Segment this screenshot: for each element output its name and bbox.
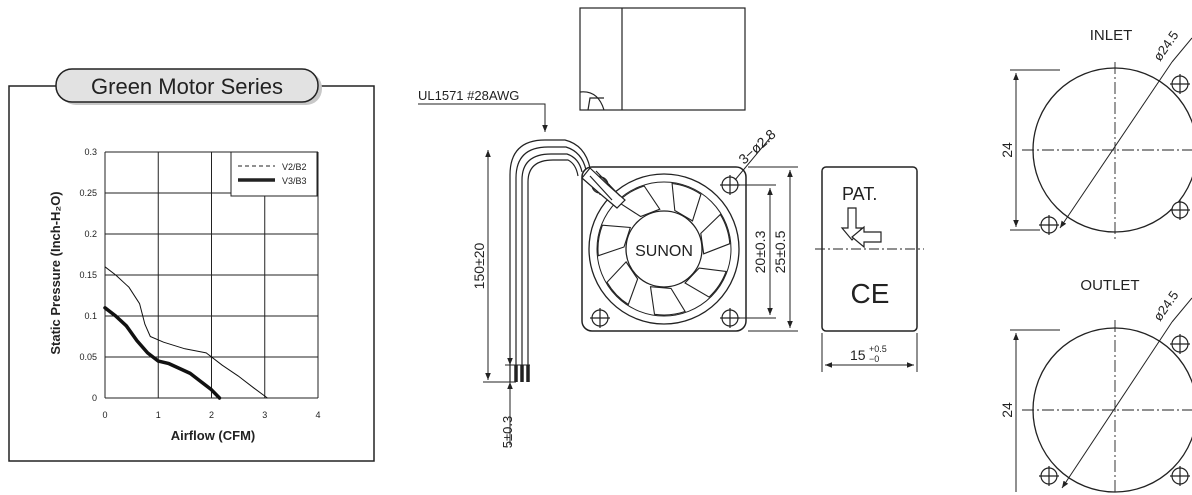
depth-label: 15 <box>850 347 866 363</box>
fan-blade <box>606 261 639 306</box>
strip-length-label: 5±0.3 <box>500 416 515 448</box>
fan-blade <box>649 286 686 316</box>
outlet-diameter-leader <box>1061 321 1173 489</box>
inlet-diameter-leader-ext <box>1171 37 1192 63</box>
top-view-block <box>579 7 746 111</box>
hole-spec-label: 3−ø2.8 <box>735 126 779 167</box>
lead-length-dimension <box>483 150 516 383</box>
patent-label: PAT. <box>842 184 877 204</box>
brand-label: SUNON <box>635 243 693 260</box>
y-tick-label: 0.25 <box>79 188 97 198</box>
fan-blade-tip-circle <box>596 181 732 317</box>
chart-series <box>103 266 268 400</box>
cable-spec-leader <box>418 103 548 132</box>
frame-dimensions <box>738 166 798 332</box>
top-view-outline <box>579 7 746 111</box>
cable-spec-callout: UL1571 #28AWG <box>418 88 548 132</box>
depth-dimension <box>821 333 918 372</box>
chart-legend: V2/B2 V3/B3 <box>230 151 318 197</box>
top-view-notch <box>587 97 604 111</box>
chart-y-axis-label: Static Pressure (Inch-H₂O) <box>48 191 63 354</box>
chart-tick-labels: 0 1 2 3 4 0 0.05 0.1 0.15 0.2 0.25 0.3 <box>79 147 320 420</box>
hole-spec-leader <box>734 137 771 181</box>
outlet-height-dimension <box>1010 329 1060 492</box>
lead-wires <box>509 139 591 382</box>
y-tick-label: 0.2 <box>84 229 97 239</box>
hole-pitch-dimension: 20±0.3 <box>752 230 768 273</box>
fan-hub <box>625 210 703 288</box>
chart-title-badge <box>55 68 319 103</box>
top-view-cable-exit <box>579 91 605 111</box>
fan-side-view: PAT. CE 15 +0.5 −0 <box>815 166 924 372</box>
y-tick-label: 0.1 <box>84 311 97 321</box>
inlet-diameter-leader <box>1059 61 1173 229</box>
outlet-mounting-holes <box>1039 334 1190 486</box>
fan-blade <box>671 182 702 222</box>
series-line-1 <box>104 266 268 399</box>
inlet-title: INLET <box>1090 27 1133 44</box>
x-tick-label: 4 <box>315 410 320 420</box>
inlet-view: INLET ø24.5 24 <box>999 27 1192 240</box>
fan-blade <box>597 224 632 257</box>
outlet-height-label: 24 <box>999 402 1015 418</box>
strip-length-dimension <box>505 350 530 445</box>
cable-grommet <box>581 167 626 209</box>
legend-box <box>230 151 318 197</box>
x-tick-label: 1 <box>156 410 161 420</box>
inlet-height-label: 24 <box>999 142 1015 158</box>
fan-blade <box>684 267 727 298</box>
inlet-mounting-holes <box>1039 74 1190 235</box>
legend-label-series-2: V3/B3 <box>282 176 307 186</box>
chart-frame <box>8 85 375 462</box>
lead-length-label: 150±20 <box>471 242 487 289</box>
fan-bore <box>588 173 740 325</box>
depth-tolerance-lower: −0 <box>869 354 879 364</box>
outlet-view: OUTLET ø24.5 24 <box>999 277 1192 495</box>
ce-mark: CE <box>851 278 890 309</box>
series-line-2 <box>103 306 222 400</box>
fan-front-view: SUNON 3−ø2.8 20±0.3 25±0.5 150±20 5±0 <box>471 126 798 448</box>
wire-ends <box>514 365 530 382</box>
y-tick-label: 0.3 <box>84 147 97 157</box>
y-tick-label: 0.05 <box>79 352 97 362</box>
chart-title: Green Motor Series <box>91 74 283 99</box>
depth-tolerance-upper: +0.5 <box>869 344 887 354</box>
outlet-diameter-leader-ext <box>1171 297 1192 323</box>
inlet-height-dimension <box>1010 69 1060 231</box>
outlet-title: OUTLET <box>1080 277 1139 294</box>
fan-blades <box>597 182 731 316</box>
outlet-diameter-label: ø24.5 <box>1150 288 1181 324</box>
x-tick-label: 2 <box>209 410 214 420</box>
x-tick-label: 0 <box>102 410 107 420</box>
y-tick-label: 0 <box>92 393 97 403</box>
fan-blade <box>700 213 731 255</box>
chart-x-axis-label: Airflow (CFM) <box>171 428 255 443</box>
x-tick-label: 3 <box>262 410 267 420</box>
cable-spec-label: UL1571 #28AWG <box>418 88 519 103</box>
rotation-direction-icon <box>851 225 882 249</box>
frame-size-dimension: 25±0.5 <box>772 230 788 273</box>
inlet-diameter-label: ø24.5 <box>1150 28 1181 64</box>
legend-label-series-1: V2/B2 <box>282 162 307 172</box>
y-tick-label: 0.15 <box>79 270 97 280</box>
